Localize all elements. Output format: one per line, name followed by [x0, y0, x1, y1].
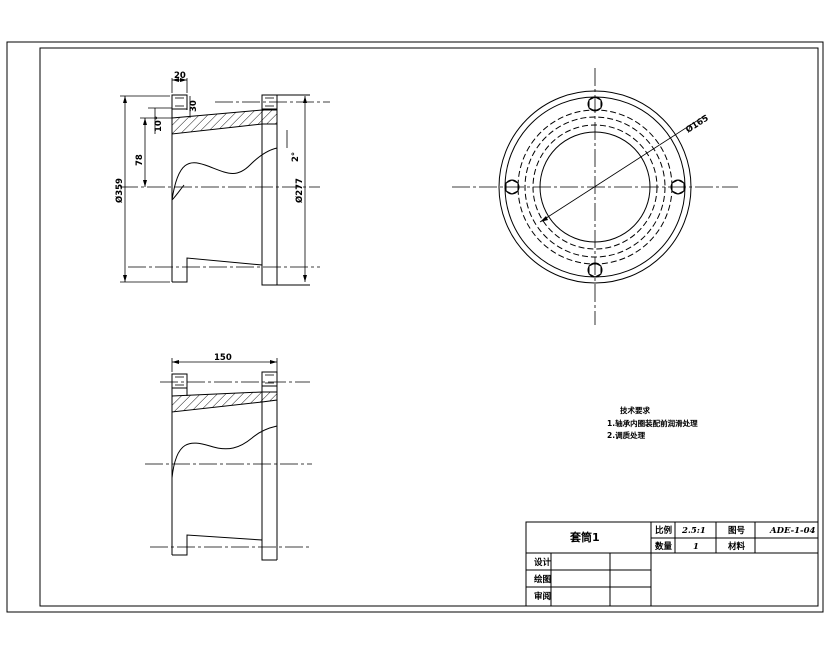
- design-label: 设计: [534, 557, 552, 568]
- dim-length-150: 150: [214, 353, 232, 363]
- material-label: 材料: [727, 541, 746, 552]
- section-view-top: 20 30 10° 78 Ø359 Ø277 2°: [114, 71, 330, 286]
- bolt-hole-left: [504, 179, 520, 195]
- notes-line-2: 2.调质处理: [607, 430, 646, 440]
- dim-top-width: 20: [174, 71, 186, 81]
- end-view: Ø165: [452, 68, 738, 325]
- dim-top-height: 30: [189, 100, 199, 112]
- dim-diameter-277: Ø277: [294, 178, 305, 203]
- outer-sheet-border: [6, 41, 824, 613]
- qty-value: 1: [693, 542, 699, 552]
- part-name: 套筒1: [570, 530, 600, 544]
- qty-label: 数量: [655, 541, 673, 552]
- notes-title: 技术要求: [620, 405, 650, 415]
- notes-line-1: 1.轴承内圈装配前润滑处理: [607, 418, 698, 428]
- title-block: 套筒1 比例 2.5:1 图号 ADE-1-04 数量 1 材料 设计 绘图 审…: [525, 521, 819, 607]
- dim-angle-2: 2°: [291, 152, 301, 162]
- scale-value: 2.5:1: [681, 526, 706, 536]
- dim-pcd-165: Ø165: [684, 113, 711, 136]
- dim-slope-angle: 10°: [154, 116, 164, 132]
- scale-label: 比例: [655, 525, 673, 536]
- drawing-no-value: ADE-1-04: [769, 526, 815, 536]
- drawing-no-label: 图号: [728, 526, 746, 536]
- dim-diameter-359: Ø359: [114, 178, 125, 203]
- draw-label: 绘图: [534, 574, 551, 585]
- bolt-hole-top: [587, 96, 603, 112]
- section-view-bottom: 150: [145, 353, 312, 561]
- bolt-hole-right: [670, 179, 686, 195]
- bolt-hole-bottom: [587, 262, 603, 278]
- dim-radius-78: 78: [135, 154, 145, 166]
- inner-drawing-frame: [39, 47, 819, 607]
- review-label: 审阅: [534, 591, 551, 602]
- technical-notes: 技术要求 1.轴承内圈装配前润滑处理 2.调质处理: [607, 405, 698, 440]
